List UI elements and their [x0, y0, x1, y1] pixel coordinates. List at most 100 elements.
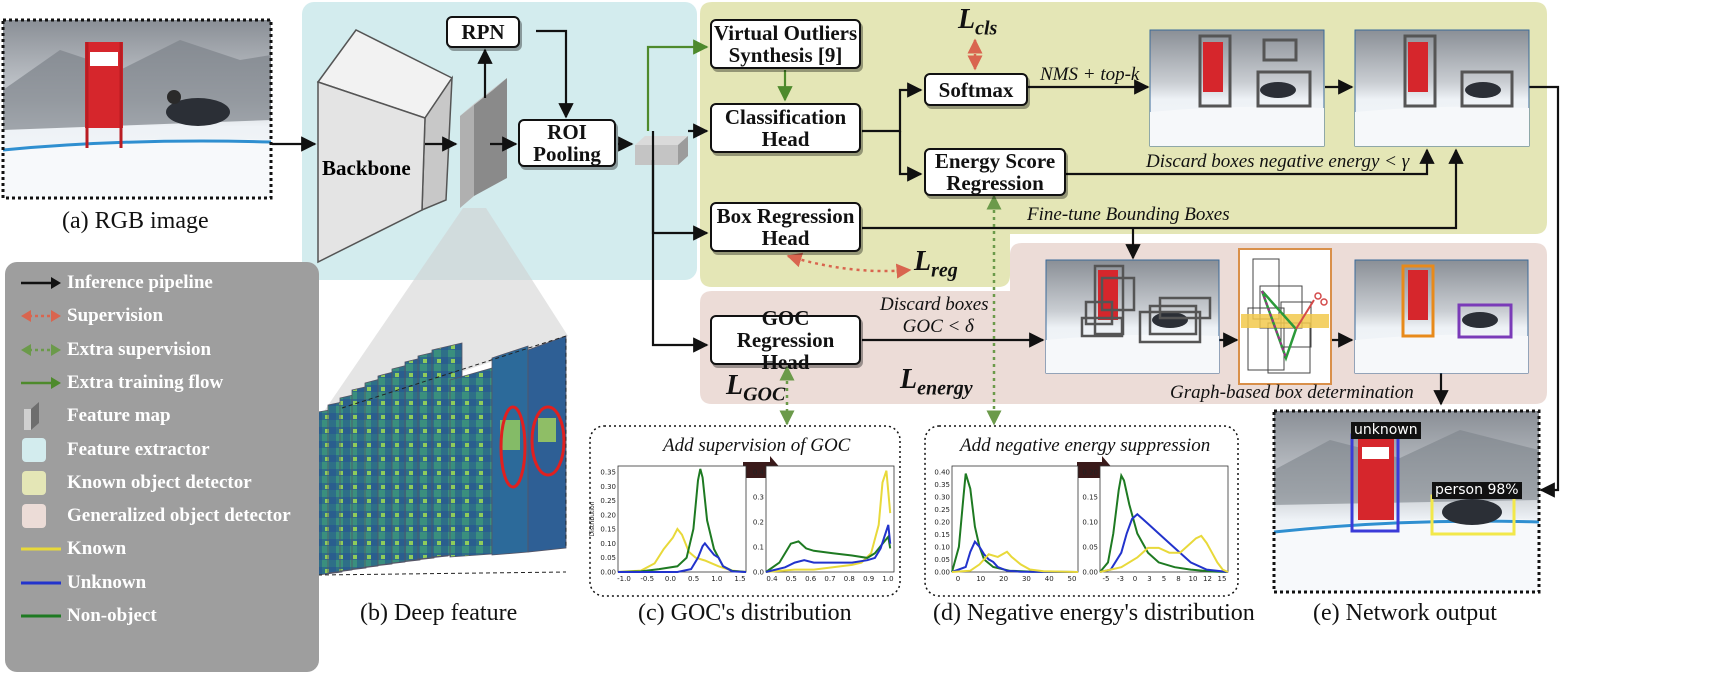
rpn-label: RPN — [461, 20, 505, 44]
extra-supervision-arrows — [779, 194, 1002, 426]
goc-label-1: GOC Regression — [736, 306, 835, 352]
y-tick-label: 0.30 — [934, 494, 950, 502]
x-tick-label: 1.0 — [882, 575, 893, 583]
discard-goc-annotation: Discard boxes GOC < δ — [880, 294, 989, 338]
y-tick-label: 0.30 — [600, 483, 616, 491]
x-tick-label: 20 — [999, 575, 1008, 583]
y-tick-label: 0.35 — [600, 469, 616, 477]
rgb-input-image — [1, 18, 273, 200]
feature-zoom-cone — [318, 208, 568, 420]
x-tick-label: -0.5 — [640, 575, 654, 583]
cls-label-2: Head — [761, 127, 810, 151]
y-tick-label: 0.20 — [600, 511, 616, 519]
softmax-block: Softmax — [924, 73, 1028, 106]
y-tick-label: 0.00 — [1082, 569, 1098, 577]
x-tick-label: 0.6 — [805, 575, 817, 583]
deep-feature-stack — [317, 335, 567, 576]
legend-label: Non-object — [67, 605, 157, 626]
box-label-1: Box Regression — [716, 204, 855, 228]
vos-label-2: Synthesis [9] — [728, 43, 843, 67]
y-tick-label: 0.15 — [600, 526, 616, 534]
x-tick-label: 0 — [1133, 575, 1137, 583]
x-tick-label: -1.0 — [617, 575, 631, 583]
x-tick-label: 10 — [976, 575, 985, 583]
backbone-block — [316, 29, 454, 264]
y-tick-label: 0.00 — [600, 569, 616, 577]
y-tick-label: 0.05 — [600, 554, 616, 562]
x-tick-label: 40 — [1045, 575, 1054, 583]
graph-box-determination-figure — [1238, 248, 1332, 385]
rpn-block: RPN — [446, 16, 520, 48]
caption-network-output: (e) Network output — [1313, 600, 1497, 626]
series-line — [617, 527, 747, 573]
legend-symbol — [19, 268, 67, 298]
y-tick-label: 0.4 — [753, 469, 765, 477]
legend-symbol — [19, 335, 67, 365]
x-tick-label: 50 — [1068, 575, 1077, 583]
y-tick-label: 0.20 — [934, 519, 950, 527]
legend-item: Extra supervision — [19, 335, 211, 365]
legend-label: Feature extractor — [67, 438, 210, 460]
energy-panel-title: Add negative energy suppression — [960, 435, 1211, 456]
inference-arrows — [272, 29, 1560, 498]
y-axis-label: Distribution — [589, 501, 596, 536]
x-tick-label: 0.9 — [863, 575, 874, 583]
y-tick-label: 0.3 — [753, 494, 764, 502]
legend-label: Supervision — [67, 305, 164, 327]
legend-item: Supervision — [19, 301, 163, 331]
y-tick-label: 0.25 — [934, 506, 950, 514]
legend-symbol — [19, 435, 67, 465]
box-label-2: Head — [761, 226, 810, 250]
thumb-nms — [1149, 29, 1325, 147]
y-tick-label: 0.15 — [934, 531, 950, 539]
y-tick-label: 0.1 — [753, 544, 764, 552]
y-tick-label: 0.40 — [934, 469, 950, 477]
thumb-goc-candidates — [1045, 259, 1220, 374]
series-line — [765, 470, 892, 573]
legend-label: Known — [67, 538, 127, 560]
roi-feature-block — [635, 136, 688, 165]
x-tick-label: 0.0 — [665, 575, 676, 583]
legend-label: Feature map — [67, 405, 171, 427]
legend-item: Known — [19, 534, 126, 564]
y-tick-label: 0.15 — [1082, 494, 1098, 502]
x-tick-label: 3 — [1147, 575, 1151, 583]
goc-panel-title: Add supervision of GOC — [663, 435, 851, 456]
thumb-energy-filtered — [1354, 29, 1530, 147]
y-tick-label: 0.2 — [753, 519, 764, 527]
x-tick-label: 0.4 — [766, 575, 778, 583]
series-line — [765, 524, 892, 573]
y-tick-label: 0.05 — [1082, 544, 1098, 552]
series-line — [951, 550, 1079, 573]
backbone-feature-map — [460, 78, 507, 208]
x-tick-label: 5 — [1162, 575, 1166, 583]
y-tick-label: 0.25 — [600, 497, 616, 505]
y-tick-label: 0.05 — [934, 556, 950, 564]
legend-symbol — [19, 534, 67, 564]
x-tick-label: 0.5 — [688, 575, 699, 583]
legend-symbol — [19, 568, 67, 598]
y-tick-label: 0.35 — [934, 481, 950, 489]
graph-annotation: Graph-based box determination — [1170, 382, 1414, 403]
legend-label: Generalized object detector — [67, 505, 291, 527]
unknown-detection-label: unknown — [1351, 422, 1421, 439]
legend-symbol — [19, 368, 67, 398]
legend-symbol — [19, 301, 67, 331]
legend-label: Extra training flow — [67, 371, 224, 393]
y-tick-label: 0.0 — [753, 569, 764, 577]
x-tick-label: 12 — [1203, 575, 1212, 583]
plot-area — [617, 465, 747, 573]
y-tick-label: 0.00 — [934, 569, 950, 577]
y-tick-label: 0.10 — [934, 544, 950, 552]
legend-item: Generalized object detector — [19, 501, 291, 531]
legend-item: Unknown — [19, 568, 146, 598]
discard-goc-line-1: Discard boxes — [880, 294, 989, 315]
caption-rgb-image: (a) RGB image — [62, 208, 209, 234]
x-tick-label: -3 — [1117, 575, 1124, 583]
